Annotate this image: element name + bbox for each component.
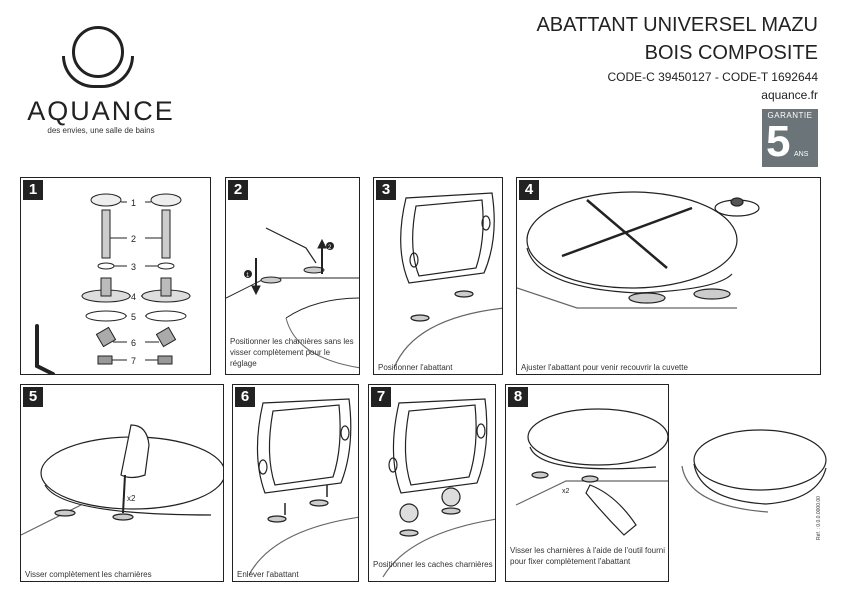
warranty-badge: GARANTIE 5 ANS (762, 109, 818, 167)
step-3-panel: 3 Positionner l'abattant (373, 177, 503, 375)
product-codes: CODE-C 39450127 - CODE-T 1692644 (607, 70, 818, 84)
step-7-caption: Positionner les caches charnières (373, 560, 493, 569)
part-number-3: 3 (131, 262, 136, 272)
step-number: 7 (371, 387, 391, 407)
step-5-panel: 5 x2 Visser complètement les charnières (20, 384, 224, 582)
brand-name: AQUANCE (27, 96, 175, 126)
step-6-panel: 6 Enlever l'abattant (232, 384, 359, 582)
part-number-7: 7 (131, 356, 136, 366)
step-number: 6 (235, 387, 255, 407)
step-number: 4 (519, 180, 539, 200)
step-number: 5 (23, 387, 43, 407)
step-8-caption: Visser les charnières à l'aide de l'outi… (510, 546, 665, 566)
step-4-panel: 4 Ajuster l'abattant pour venir recouvri… (516, 177, 821, 375)
brand-tagline: des envies, une salle de bains (47, 126, 155, 135)
step-5-illustration: x2 (21, 424, 223, 536)
step-4-illustration (517, 191, 760, 309)
step-2-marker-2: 2 (328, 245, 332, 251)
warranty-unit: ANS (794, 151, 809, 158)
step-8-multiplier: x2 (562, 488, 570, 495)
website: aquance.fr (761, 88, 818, 102)
step-2-illustration: 1 2 (226, 227, 359, 369)
step-number: 3 (376, 180, 396, 200)
product-subtitle: BOIS COMPOSITE (644, 42, 818, 64)
step-2-marker-1: 1 (246, 273, 250, 279)
step-7-panel: 7 Positionner les caches charnières (368, 384, 496, 582)
step-3-illustration (393, 192, 502, 369)
warranty-label: GARANTIE (767, 111, 813, 120)
part-number-5: 5 (131, 312, 136, 322)
step-4-caption: Ajuster l'abattant pour venir recouvrir … (521, 363, 688, 372)
step-1-panel: 1 (20, 177, 211, 375)
step-number: 2 (228, 180, 248, 200)
part-number-2: 2 (131, 234, 136, 244)
step-6-caption: Enlever l'abattant (237, 570, 299, 579)
step-2-caption: Positionner les charnières sans les viss… (230, 337, 354, 368)
step-number: 1 (23, 180, 43, 200)
product-title: ABATTANT UNIVERSEL MAZU (536, 14, 818, 36)
step-5-caption: Visser complètement les charnières (25, 570, 152, 579)
step-6-illustration (248, 398, 358, 576)
step-5-multiplier: x2 (127, 494, 136, 503)
part-number-6: 6 (131, 338, 136, 348)
part-number-4: 4 (131, 292, 136, 302)
finished-seat-illustration (681, 429, 827, 513)
step-7-illustration (382, 398, 495, 578)
warranty-years: 5 (766, 117, 791, 166)
step-number: 8 (508, 387, 528, 407)
logo-cup (62, 56, 134, 88)
reference-number: Réf. : 0.0.0.0000.00 (816, 496, 822, 540)
step-2-panel: 2 1 2 Positionner les charnières sans le… (225, 177, 360, 375)
step-8-illustration: x2 (515, 408, 668, 536)
step-8-panel: 8 x2 Visser les charnières à l'aide de l… (505, 384, 669, 582)
step-3-caption: Positionner l'abattant (378, 363, 453, 372)
parts-illustration: 1 2 3 4 5 6 7 (35, 193, 191, 374)
part-number-1: 1 (131, 198, 136, 208)
